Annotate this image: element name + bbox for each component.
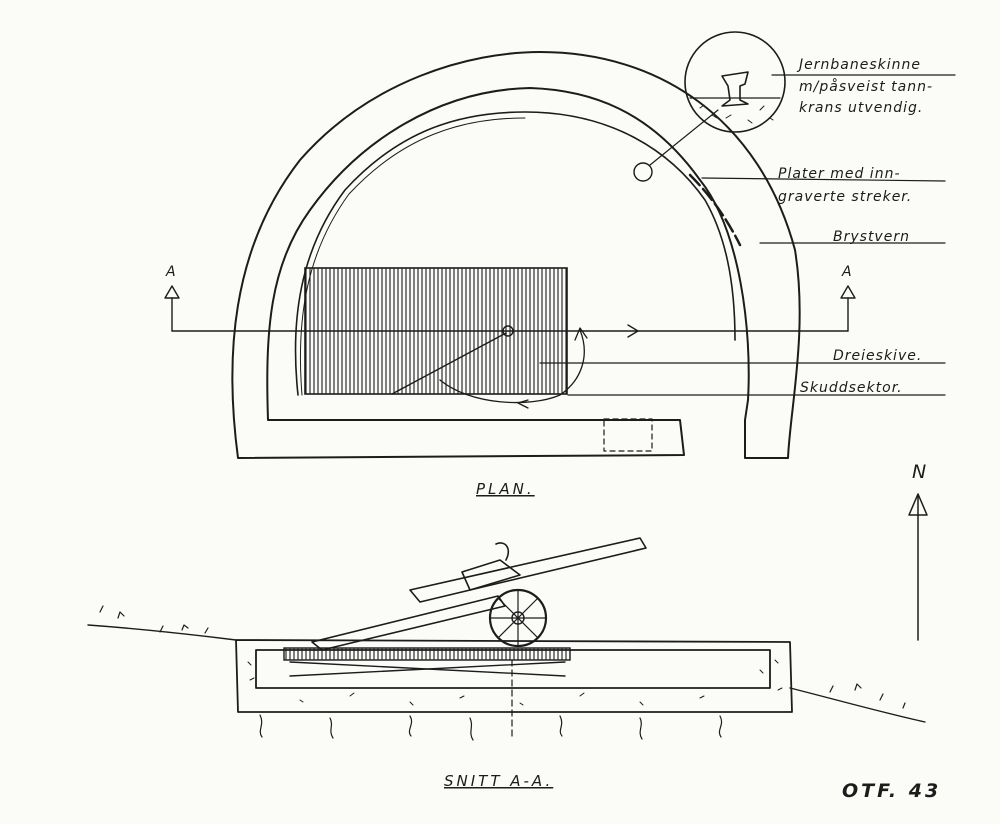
sheet-code: OTF. 43 [842, 780, 941, 802]
section-title: SNITT A-A. [444, 772, 553, 790]
dashed-pit [603, 418, 653, 452]
concrete-texture [247, 659, 783, 706]
plan-view [164, 31, 956, 459]
gun-wheel-spokes [489, 589, 547, 647]
ground-left [87, 624, 237, 641]
north-arrow [908, 493, 928, 641]
firing-sector-arc [439, 329, 585, 404]
turntable-brace-2 [289, 661, 566, 677]
label-plates-line2: graverte streker. [778, 189, 912, 205]
leader-plates [701, 177, 946, 182]
label-rail-line1: Jernbaneskinne [796, 57, 921, 73]
rail-arc [294, 111, 736, 396]
detail-target-circle [633, 162, 653, 182]
section-marker-left: A [165, 264, 177, 280]
label-rail-line2: m/påsveist tann- [799, 78, 933, 95]
rail-profile [721, 71, 749, 107]
ground-right [789, 687, 926, 723]
section-marker-right: A [841, 264, 853, 280]
gun-axis [391, 332, 507, 395]
sector-arrow-left [517, 399, 529, 409]
engraved-plates [688, 173, 742, 247]
pivot-point [502, 325, 514, 337]
section-view [87, 537, 926, 741]
label-plates-line1: Plater med inn- [778, 166, 901, 182]
detail-gravel [699, 104, 774, 124]
roots-below [259, 714, 723, 741]
gun-barrel [409, 537, 647, 603]
gun-cradle [461, 559, 521, 591]
turntable-section [283, 647, 571, 661]
detail-circle [684, 31, 786, 133]
rail-arc-inner [299, 117, 526, 396]
grass-right [829, 683, 906, 709]
detail-leader [649, 109, 719, 166]
gun-shield [495, 542, 510, 561]
section-arrow-right [840, 285, 856, 299]
grass-left [99, 605, 209, 634]
label-parapet: Brystvern [833, 229, 910, 245]
concrete-emplacement [235, 639, 793, 713]
direction-arrowhead [627, 324, 639, 338]
label-firing-sector: Skuddsektor. [800, 380, 903, 396]
label-rail-line3: krans utvendig. [799, 100, 923, 116]
north-label: N [912, 461, 926, 483]
parapet-outer-wall [231, 51, 801, 459]
gun-trail [311, 595, 506, 651]
plan-title: PLAN. [476, 480, 535, 498]
label-turntable: Dreieskive. [833, 348, 922, 364]
sector-arrow-up [574, 327, 588, 341]
section-arrow-left [164, 285, 180, 299]
